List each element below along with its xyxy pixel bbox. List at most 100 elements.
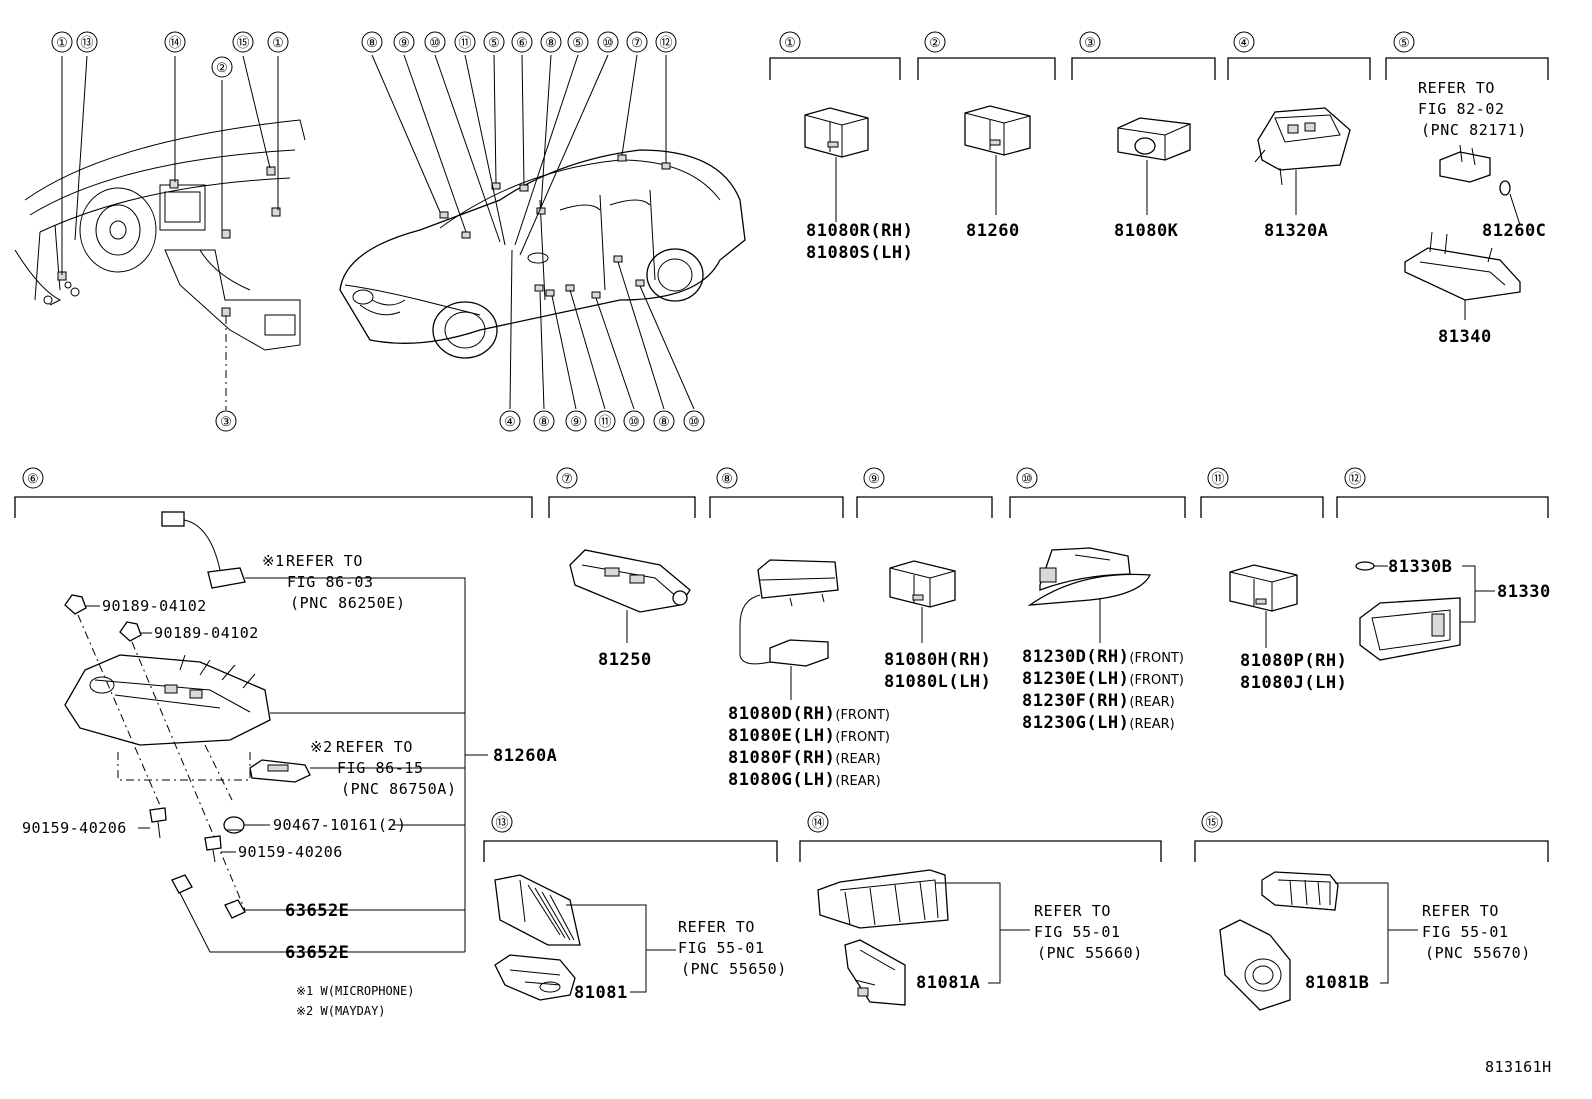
part-code: 81080G <box>728 770 792 790</box>
part-code: 81230D <box>1022 647 1086 667</box>
part-number: 81250 <box>598 650 652 670</box>
vent-grille-icon <box>494 874 581 946</box>
bulb-icon <box>1355 561 1375 571</box>
sensor-bracket-icon <box>1219 919 1291 1011</box>
part-number: 81081 <box>574 983 628 1003</box>
svg-text:81230E(LH)(FRONT): 81230E(LH)(FRONT) <box>1022 669 1184 689</box>
group-number: ⑬ <box>495 816 508 831</box>
svg-text:81230G(LH)(REAR): 81230G(LH)(REAR) <box>1022 713 1175 733</box>
callout: ⑩ <box>628 415 640 430</box>
switch-part-icon <box>964 105 1031 156</box>
refer2-mark: ※2 <box>310 738 333 756</box>
part-number: 81320A <box>1264 221 1328 241</box>
part-number: 90467-10161(2) <box>273 816 406 834</box>
map-lamp-icon <box>569 549 691 613</box>
sensor-bracket-icon <box>844 939 906 1006</box>
part-side: (RH) <box>792 704 835 724</box>
car-illustration <box>339 54 746 410</box>
figure-id: 813161H <box>1485 1058 1552 1076</box>
part-position: (REAR) <box>835 774 880 789</box>
switch-part-icon <box>804 107 869 158</box>
part-number: 81260C <box>1482 221 1546 241</box>
group-number: ⑨ <box>868 472 880 487</box>
callouts-top-left: ① ⑬ ⑭ ⑮ ① ② <box>51 31 289 78</box>
part-position: (REAR) <box>1129 717 1174 732</box>
part-number: 81330B <box>1388 557 1452 577</box>
part-position: (FRONT) <box>1129 673 1184 688</box>
callout: ⑫ <box>659 36 672 51</box>
part-code: 81080E <box>728 726 792 746</box>
group-9: ⑨ 81080H(RH) 81080L(LH) <box>856 467 993 692</box>
group-4: ④ 81320A <box>1227 31 1371 241</box>
callout: ⑪ <box>458 36 471 51</box>
microphone-wire-icon <box>161 511 246 589</box>
callout: ⑧ <box>366 36 378 51</box>
group-1: ① 81080R(RH) 81080S(LH) <box>769 31 913 263</box>
part-number: 81081B <box>1305 973 1369 993</box>
callout: ⑮ <box>236 36 249 51</box>
callout: ⑩ <box>602 36 614 51</box>
svg-text:81080D(RH)(FRONT): 81080D(RH)(FRONT) <box>728 704 890 724</box>
group-number: ① <box>784 36 796 51</box>
part-position: (FRONT) <box>835 708 890 723</box>
grommet-icon <box>223 816 245 834</box>
screw-icon <box>204 835 222 863</box>
part-number: 81080L(LH) <box>884 672 991 692</box>
switch-part-icon <box>889 560 956 608</box>
part-side: (RH) <box>1086 691 1129 711</box>
group-number: ⑮ <box>1205 816 1218 831</box>
refer-text: FIG 55-01 <box>678 939 765 957</box>
group-6: ⑥ ※1 REFER TO FIG 86-03 (PNC 86250E) 901… <box>14 467 557 1018</box>
part-number-list: 81080D(RH)(FRONT) 81080E(LH)(FRONT) 8108… <box>728 704 890 790</box>
vent-grille-icon <box>817 869 949 929</box>
callout-3: ③ <box>220 415 232 430</box>
svg-text:81080F(RH)(REAR): 81080F(RH)(REAR) <box>728 748 881 768</box>
switch-part-icon <box>1117 117 1191 161</box>
svg-text:81080G(LH)(REAR): 81080G(LH)(REAR) <box>728 770 881 790</box>
footnote: ※2 W(MAYDAY) <box>296 1004 386 1018</box>
refer-text: REFER TO <box>678 918 755 936</box>
refer-text: (PNC 86250E) <box>290 594 406 612</box>
group-3: ③ 81080K <box>1071 31 1216 241</box>
group-2: ② 81260 <box>917 31 1056 241</box>
refer-text: (PNC 55650) <box>681 960 787 978</box>
group-12: ⑫ 81330B 81330 <box>1336 467 1551 661</box>
group-number: ⑤ <box>1398 36 1410 51</box>
group-number: ⑪ <box>1211 472 1224 487</box>
sensor-unit-icon <box>494 954 576 1001</box>
refer-text: REFER TO <box>286 552 363 570</box>
part-number: 90189-04102 <box>102 597 207 615</box>
console-assembly-icon <box>64 654 271 746</box>
part-number: 90159-40206 <box>22 819 127 837</box>
lamp-assembly-icon <box>1254 107 1351 186</box>
part-number: 63652E <box>285 943 349 963</box>
part-number: 81080H(RH) <box>884 650 991 670</box>
part-number: 81080K <box>1114 221 1179 241</box>
part-number: 90159-40206 <box>238 843 343 861</box>
group-5: ⑤ REFER TO FIG 82-02 (PNC 82171) 81260C … <box>1385 31 1549 347</box>
group-10: ⑩ 81230D(RH)(FRONT) 81230E(LH)(FRONT) 81… <box>1009 467 1186 733</box>
connector-icon <box>1439 144 1491 183</box>
part-number: 81260A <box>493 746 557 766</box>
part-number-list: 81230D(RH)(FRONT) 81230E(LH)(FRONT) 8123… <box>1022 647 1184 733</box>
clip-icon <box>171 874 246 919</box>
part-number: 81330 <box>1497 582 1551 602</box>
group-number: ③ <box>1084 36 1096 51</box>
group-number: ⑫ <box>1348 472 1361 487</box>
callout: ⑤ <box>572 36 584 51</box>
refer-text: (PNC 55670) <box>1425 944 1531 962</box>
group-14: ⑭ 81081A REFER TO FIG 55-01 (PNC 55660) <box>799 811 1162 1006</box>
refer-text: (PNC 86750A) <box>341 780 457 798</box>
group-number: ⑧ <box>721 472 733 487</box>
refer-text: FIG 55-01 <box>1422 923 1509 941</box>
refer-text: FIG 55-01 <box>1034 923 1121 941</box>
part-number: 81080J(LH) <box>1240 673 1347 693</box>
part-side: (RH) <box>1086 647 1129 667</box>
part-code: 81080D <box>728 704 792 724</box>
group-15: ⑮ 81081B REFER TO FIG 55-01 (PNC 55670) <box>1194 811 1549 1011</box>
callout: ⑦ <box>631 36 643 51</box>
svg-text:81080E(LH)(FRONT): 81080E(LH)(FRONT) <box>728 726 890 746</box>
vent-grille-icon <box>1261 871 1339 911</box>
refer-text: REFER TO <box>1422 902 1499 920</box>
